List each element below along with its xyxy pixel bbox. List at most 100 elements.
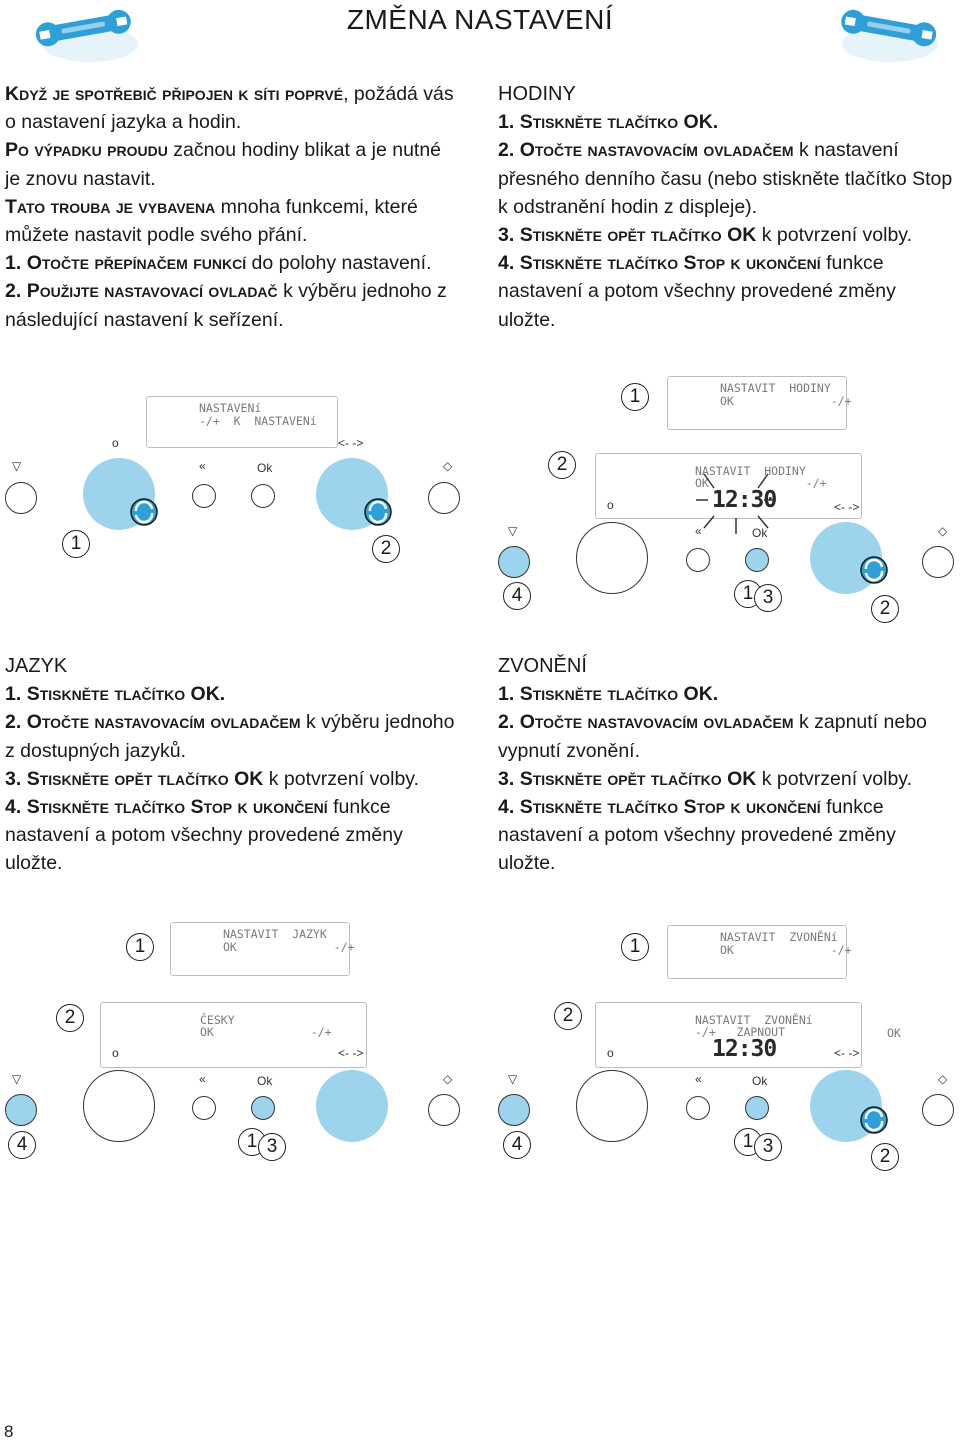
start-button[interactable] — [428, 482, 460, 514]
step-text: funkce nastavení a potom všechny provede… — [5, 796, 403, 875]
step-text: funkce nastavení a potom všechny provede… — [498, 252, 896, 331]
step-number: 3. — [498, 767, 515, 790]
clock-digits: 12:30 — [712, 1036, 777, 1062]
intro-first-connect-text: , požádá vás o nastavení jazyka a hodin. — [5, 83, 454, 134]
dial-arrows-icon: <- -> — [834, 500, 860, 514]
display-line-2: OK -/+ — [223, 940, 355, 954]
display-line-1: NASTAVIT HODINY — [720, 381, 831, 395]
start-button[interactable] — [922, 546, 954, 578]
stop-button[interactable] — [5, 482, 37, 514]
rewind-button[interactable] — [686, 1096, 710, 1120]
step-number: 2. — [498, 139, 515, 162]
stop-icon: ▽ — [12, 459, 22, 473]
display-line-1: NASTAVIT ZVONĚNí — [695, 1013, 813, 1027]
step-ok: OK. — [190, 683, 226, 706]
step-lead: Stiskněte opět tlačítko — [26, 767, 229, 790]
stop-button[interactable] — [498, 1094, 530, 1126]
display-zvoneni-b: NASTAVIT ZVONĚNí -/+ ZAPNOUT 12:30 — [595, 1002, 862, 1068]
wrench-logo-left-icon — [35, 9, 138, 62]
callout-2: 2 — [871, 595, 899, 623]
callout-4: 4 — [8, 1131, 36, 1159]
hodiny-section: HODINY 1. Stiskněte tlačítko OK. 2. Otoč… — [498, 80, 953, 334]
dial-rotate-icon — [860, 556, 888, 584]
start-icon: ◇ — [443, 459, 453, 473]
rewind-button[interactable] — [192, 1096, 216, 1120]
function-knob[interactable] — [576, 522, 648, 594]
stop-button[interactable] — [498, 546, 530, 578]
display-line-1: NASTAVENí — [199, 401, 262, 415]
start-button[interactable] — [428, 1094, 460, 1126]
hodiny-heading: HODINY — [498, 83, 576, 105]
display-line-2: -/+ ZAPNOUT — [695, 1025, 786, 1039]
intro-functions-lead: Tato trouba je vybavena — [5, 195, 216, 218]
page-title: ZMĚNA NASTAVENÍ — [346, 4, 614, 35]
step-text: k výběru jednoho z následující nastavení… — [5, 280, 447, 331]
knob-mark: o — [112, 436, 119, 450]
intro-functions: Tato trouba je vybavena mnoha funkcemi, … — [5, 193, 460, 249]
callout-4: 4 — [503, 582, 531, 610]
function-knob[interactable] — [83, 1070, 155, 1142]
zvoneni-step-2: 2. Otočte nastavovacím ovladačem k zapnu… — [498, 708, 953, 764]
jazyk-heading: JAZYK — [5, 655, 68, 677]
dial-arrows-icon: <- -> — [834, 1046, 860, 1060]
display-line-2: OK -/+ — [720, 394, 852, 408]
ok-label: Ok — [257, 1074, 273, 1088]
ok-label: Ok — [257, 461, 273, 475]
jazyk-step-4: 4. Stiskněte tlačítko Stop k ukončení fu… — [5, 793, 460, 878]
zvoneni-section: ZVONĚNÍ 1. Stiskněte tlačítko OK. 2. Oto… — [498, 652, 953, 878]
rewind-button[interactable] — [686, 548, 710, 572]
start-button[interactable] — [922, 1094, 954, 1126]
display-line-2: OK -/+ — [200, 1025, 332, 1039]
display-line-2: OK -/+ — [720, 943, 852, 957]
ok-button[interactable] — [745, 1096, 769, 1120]
jazyk-step-1: 1. Stiskněte tlačítko OK. — [5, 680, 460, 708]
callout-4: 4 — [503, 1131, 531, 1159]
hodiny-step-3: 3. Stiskněte opět tlačítko OK k potvrzen… — [498, 221, 953, 249]
step-lead: Stiskněte tlačítko — [519, 111, 679, 134]
display-line-1: NASTAVIT ZVONĚNí — [720, 930, 838, 944]
rewind-icon: « — [199, 1072, 206, 1086]
callout-1: 1 — [62, 530, 90, 558]
hodiny-step-4: 4. Stiskněte tlačítko Stop k ukončení fu… — [498, 249, 953, 334]
callout-2: 2 — [56, 1004, 84, 1032]
intro-first-connect: Když je spotřebič připojen k síti poprvé… — [5, 80, 460, 136]
callout-1: 1 — [126, 933, 154, 961]
step-lead: Otočte nastavovacím ovladačem — [519, 711, 794, 734]
stop-icon: ▽ — [12, 1072, 22, 1086]
intro-power-outage-text: začnou hodiny blikat a je nutné je znovu… — [5, 139, 442, 190]
callout-2: 2 — [372, 535, 400, 563]
step-number: 4. — [5, 796, 22, 819]
hodiny-step-1: 1. Stiskněte tlačítko OK. — [498, 108, 953, 136]
start-icon: ◇ — [938, 1072, 948, 1086]
intro-power-outage-lead: Po výpadku proudu — [5, 139, 168, 162]
callout-2: 2 — [871, 1143, 899, 1171]
setting-knob[interactable] — [316, 1070, 388, 1142]
dial-arrows-icon: <- -> — [338, 1046, 364, 1060]
ok-label: Ok — [752, 1074, 768, 1088]
ok-button[interactable] — [251, 1096, 275, 1120]
knob-mark: o — [607, 1046, 614, 1060]
step-text: k potvrzení volby. — [756, 224, 913, 247]
intro-power-outage: Po výpadku proudu začnou hodiny blikat a… — [5, 136, 460, 192]
step-ok: OK — [727, 767, 757, 790]
start-icon: ◇ — [443, 1072, 453, 1086]
ok-button[interactable] — [745, 548, 769, 572]
step-lead: Stiskněte tlačítko Stop k ukončení — [519, 796, 821, 819]
stop-button[interactable] — [5, 1094, 37, 1126]
ok-button[interactable] — [251, 484, 275, 508]
display-line-2: OK -/+ — [695, 476, 827, 490]
dial-arrows-icon: <- -> — [338, 436, 364, 450]
step-text: k výběru jednoho z dostupných jazyků. — [5, 711, 455, 762]
function-knob[interactable] — [576, 1070, 648, 1142]
step-ok: OK. — [683, 111, 719, 134]
step-number: 1. — [498, 111, 515, 134]
step-number: 2. — [5, 280, 22, 303]
callout-1: 1 — [621, 933, 649, 961]
step-number: 2. — [5, 711, 22, 734]
display-main: NASTAVENí -/+ K NASTAVENí — [146, 396, 338, 448]
rewind-button[interactable] — [192, 484, 216, 508]
intro-step-2: 2. Použijte nastavovací ovladač k výběru… — [5, 277, 460, 333]
step-text: funkce nastavení a potom všechny provede… — [498, 796, 896, 875]
start-icon: ◇ — [938, 524, 948, 538]
step-lead: Otočte nastavovacím ovladačem — [519, 139, 794, 162]
